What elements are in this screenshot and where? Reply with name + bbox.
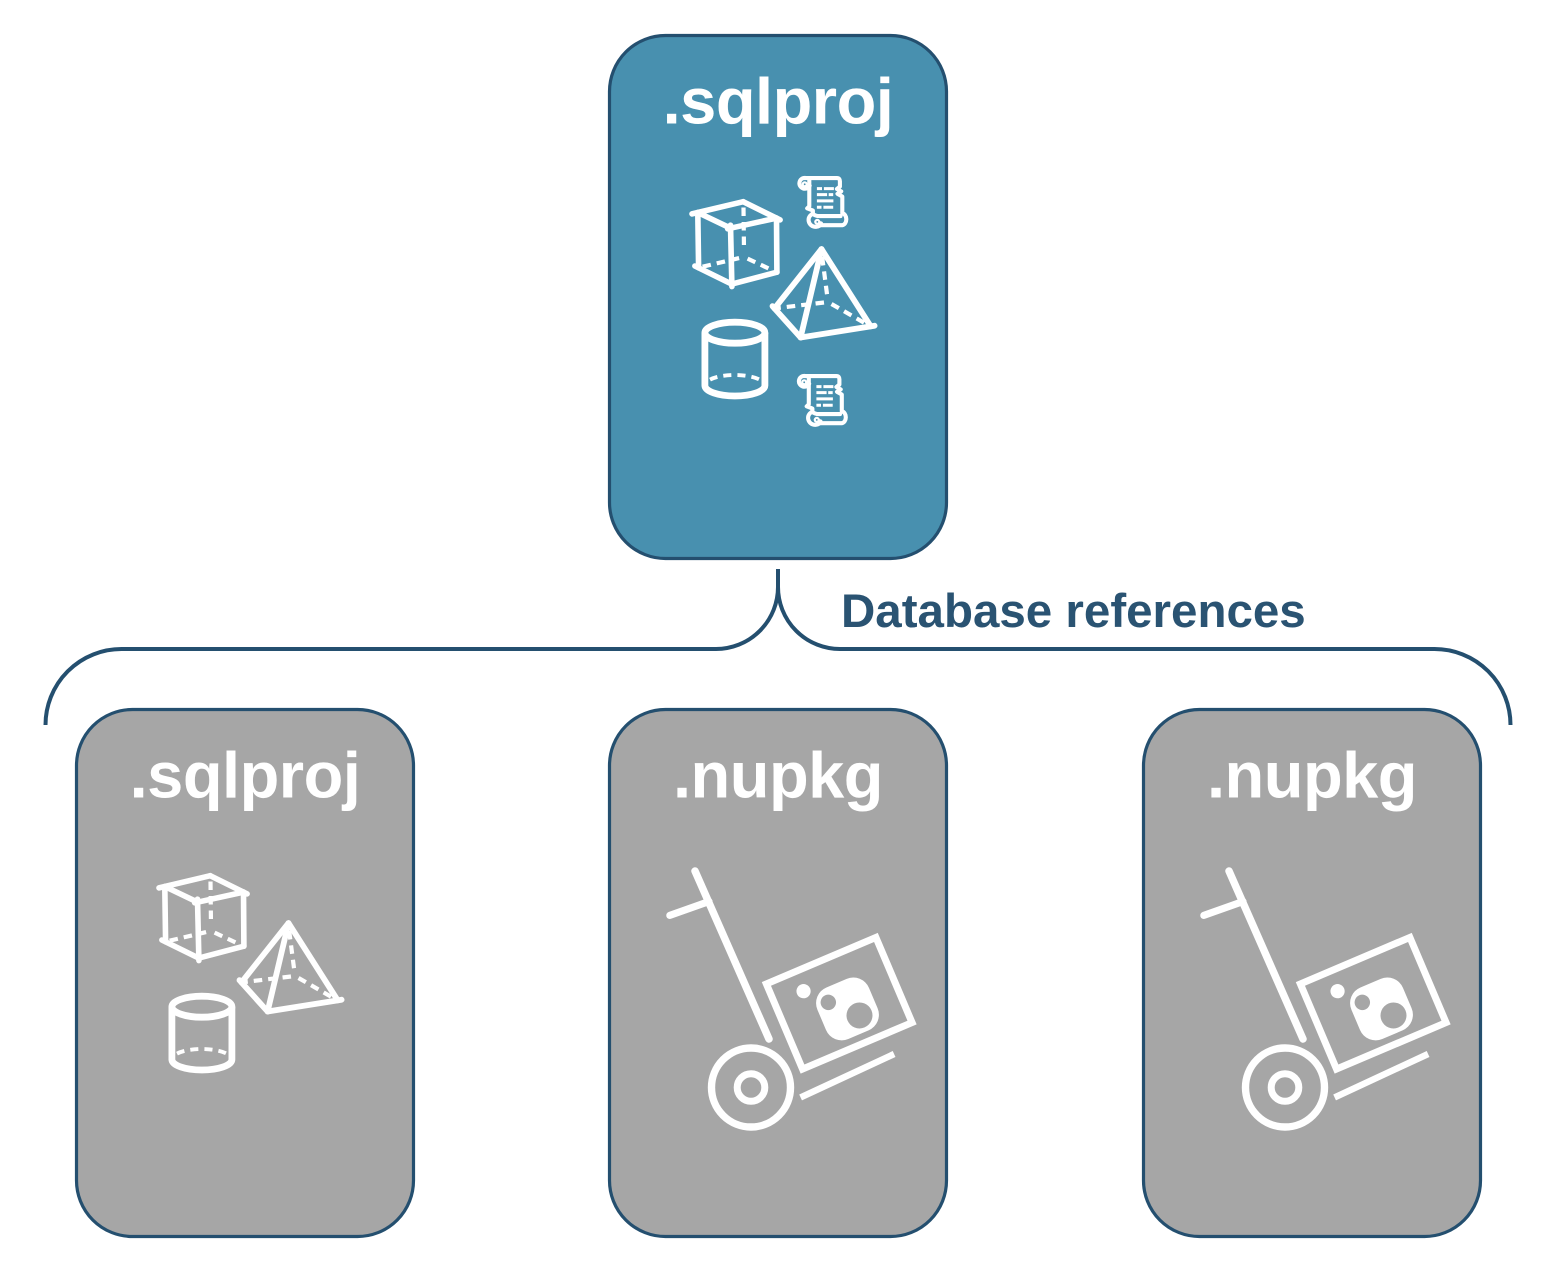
svg-text:.nupkg: .nupkg (1207, 739, 1417, 812)
svg-text:Database references: Database references (841, 585, 1306, 638)
svg-text:.sqlproj: .sqlproj (663, 65, 894, 138)
svg-text:.nupkg: .nupkg (673, 739, 883, 812)
svg-text:.sqlproj: .sqlproj (130, 739, 361, 812)
